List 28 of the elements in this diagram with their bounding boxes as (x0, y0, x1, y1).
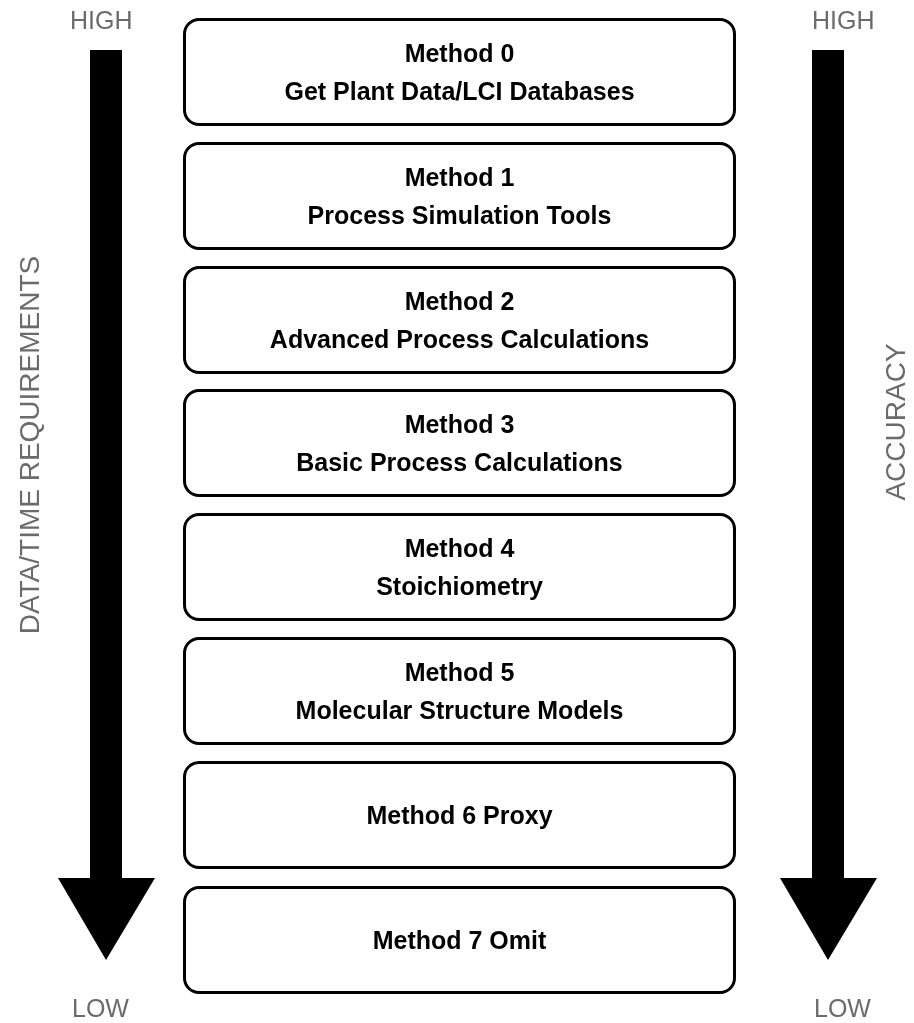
method-box (183, 266, 736, 374)
method-box (183, 142, 736, 250)
method-box (183, 761, 736, 869)
method-box (183, 886, 736, 994)
method-title: Method 7 Omit (372, 925, 547, 956)
method-description: Stoichiometry (376, 571, 543, 602)
axis-label: DATA/TIME REQUIREMENTS (14, 255, 46, 635)
method-title: Method 5 (404, 657, 515, 688)
method-box (183, 513, 736, 621)
scale-label: LOW (72, 994, 129, 1023)
method-description: Advanced Process Calculations (269, 324, 650, 355)
axis-label: ACCURACY (880, 343, 912, 501)
method-box (183, 389, 736, 497)
scale-label: HIGH (70, 6, 133, 35)
method-description: Molecular Structure Models (295, 695, 624, 726)
method-title: Method 0 (404, 38, 515, 69)
method-box (183, 18, 736, 126)
method-title: Method 2 (404, 286, 515, 317)
method-box (183, 637, 736, 745)
method-description: Get Plant Data/LCI Databases (284, 76, 635, 107)
method-title: Method 6 Proxy (366, 800, 553, 831)
method-title: Method 3 (404, 409, 515, 440)
method-title: Method 4 (404, 533, 515, 564)
scale-label: HIGH (812, 6, 875, 35)
scale-label: LOW (814, 994, 871, 1023)
method-description: Process Simulation Tools (307, 200, 612, 231)
method-title: Method 1 (404, 162, 515, 193)
method-description: Basic Process Calculations (296, 447, 623, 478)
